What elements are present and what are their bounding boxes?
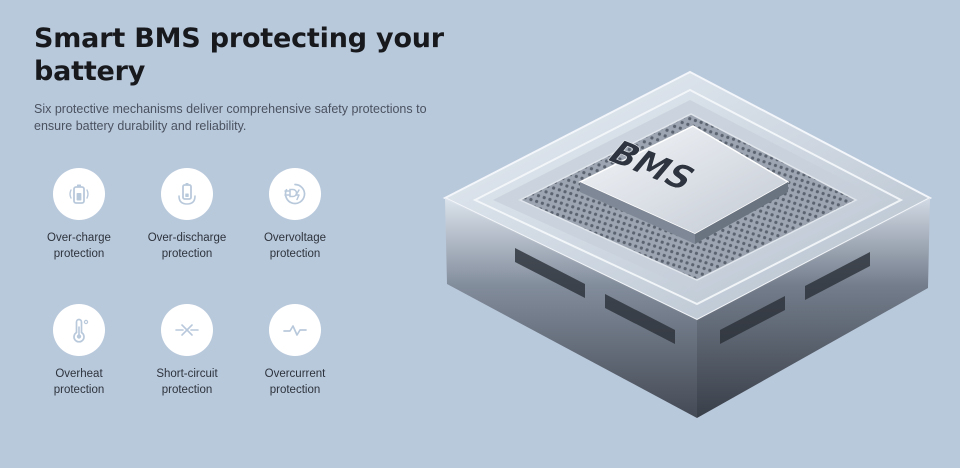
- feature-label-line1: Short-circuit: [156, 368, 218, 380]
- feature-label: Overcurrent protection: [245, 366, 345, 398]
- feature-icon-circle: [161, 168, 213, 220]
- feature-overheat: Overheat protection: [29, 304, 129, 398]
- feature-overcharge: Over-charge protection: [29, 168, 129, 262]
- feature-label-line2: protection: [269, 384, 321, 396]
- feature-label-line2: protection: [53, 248, 105, 260]
- title-line-1: Smart BMS protecting your: [34, 23, 444, 54]
- feature-overdischarge: Over-discharge protection: [137, 168, 237, 262]
- current-wave-icon: [283, 325, 307, 336]
- short-circuit-icon: [175, 324, 199, 336]
- feature-overvoltage: Overvoltage protection: [245, 168, 345, 262]
- feature-label: Overheat protection: [29, 366, 129, 398]
- hero-copy: Smart BMS protecting your battery Six pr…: [34, 22, 474, 135]
- feature-label: Short-circuit protection: [137, 366, 237, 398]
- feature-label-line2: protection: [269, 248, 321, 260]
- feature-label: Overvoltage protection: [245, 230, 345, 262]
- feature-label-line1: Over-discharge: [147, 232, 227, 244]
- feature-icon-circle: [53, 168, 105, 220]
- feature-label-line1: Overcurrent: [264, 368, 326, 380]
- feature-label-line1: Overvoltage: [263, 232, 326, 244]
- feature-label-line1: Overheat: [55, 368, 103, 380]
- feature-icon-circle: [161, 304, 213, 356]
- bms-chip-illustration: BMS: [435, 58, 940, 438]
- feature-label-line2: protection: [53, 384, 105, 396]
- feature-label-line1: Over-charge: [47, 232, 111, 244]
- feature-label: Over-charge protection: [29, 230, 129, 262]
- feature-label-line2: protection: [161, 384, 213, 396]
- page-subtitle: Six protective mechanisms deliver compre…: [34, 102, 427, 133]
- page-title: Smart BMS protecting your battery: [34, 22, 474, 88]
- feature-icon-circle: [53, 304, 105, 356]
- plug-voltage-icon: [284, 183, 306, 205]
- bms-chip-image: BMS: [442, 70, 933, 418]
- battery-overcharge-icon: [69, 184, 89, 204]
- thermometer-icon: [73, 318, 89, 343]
- feature-label: Over-discharge protection: [137, 230, 237, 262]
- feature-short-circuit: Short-circuit protection: [137, 304, 237, 398]
- feature-icon-circle: [269, 304, 321, 356]
- feature-label-line2: protection: [161, 248, 213, 260]
- title-line-2: battery: [34, 56, 146, 87]
- feature-overcurrent: Overcurrent protection: [245, 304, 345, 398]
- feature-icon-circle: [269, 168, 321, 220]
- battery-overdischarge-icon: [178, 183, 196, 205]
